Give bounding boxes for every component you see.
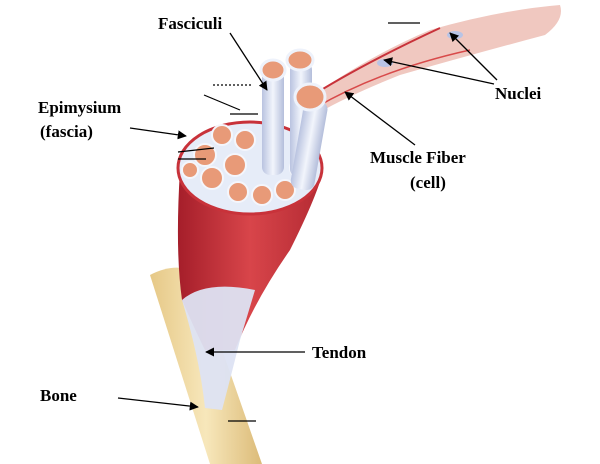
label-nuclei: Nuclei bbox=[495, 84, 542, 103]
tendon bbox=[182, 286, 255, 410]
nuclei-arrow-2 bbox=[383, 57, 495, 85]
label-fasciculi: Fasciculi bbox=[158, 14, 223, 33]
epimysium-arrow bbox=[129, 127, 187, 140]
muscle-fiber-arrow bbox=[344, 91, 416, 146]
label-epimysium-sub: (fascia) bbox=[40, 122, 93, 141]
muscle-fiber bbox=[300, 5, 561, 112]
label-tendon: Tendon bbox=[312, 343, 367, 362]
label-muscle-fiber: Muscle Fiber bbox=[370, 148, 466, 167]
bone-arrow bbox=[117, 397, 199, 411]
label-epimysium: Epimysium bbox=[38, 98, 122, 117]
fasciculi-arrow bbox=[229, 32, 268, 91]
label-bone: Bone bbox=[40, 386, 77, 405]
label-muscle-fiber-sub: (cell) bbox=[410, 173, 446, 192]
fascicle bbox=[262, 70, 284, 175]
nuclei-arrow-1 bbox=[449, 32, 498, 81]
